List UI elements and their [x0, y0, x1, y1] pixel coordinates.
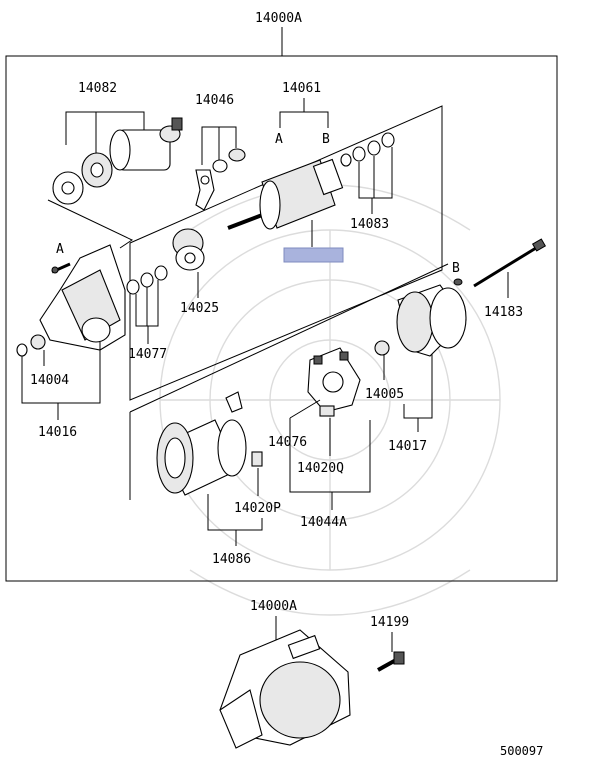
lever-clip-part [228, 148, 246, 162]
label-washer-set[interactable]: 14083 [350, 217, 389, 232]
label-armature[interactable]: 14061 [282, 81, 321, 96]
armature-group-box [129, 105, 443, 401]
label-solenoid[interactable]: 14082 [78, 81, 117, 96]
washer-set-part [340, 132, 395, 167]
starter-assembly-part [219, 629, 351, 749]
label-through-bolt[interactable]: 14183 [484, 305, 523, 320]
label-front-housing[interactable]: 14016 [38, 425, 77, 440]
label-brush-holder-kit[interactable]: 14044A [300, 515, 347, 530]
label-rear-bushing[interactable]: 14005 [365, 387, 404, 402]
armature-highlight [283, 247, 344, 263]
label-brush-spring[interactable]: 14020Q [297, 461, 344, 476]
label-pinion[interactable]: 14025 [180, 301, 219, 316]
brush-spring-part [319, 405, 335, 417]
catalog-code: 500097 [500, 744, 543, 758]
armature-part [227, 158, 344, 230]
label-mount-bolt[interactable]: 14199 [370, 615, 409, 630]
bushing-kit-part [16, 334, 46, 357]
shift-lever-part [195, 169, 215, 211]
rear-cover-part [396, 284, 467, 357]
solenoid-gasket-part [81, 152, 113, 188]
pinion-part [172, 228, 205, 271]
label-bottom-assembly[interactable]: 14000A [250, 599, 297, 614]
label-brush-holder[interactable]: 14076 [268, 435, 307, 450]
label-top-assembly[interactable]: 14000A [255, 11, 302, 26]
label-lever-set[interactable]: 14046 [195, 93, 234, 108]
mount-bolt-part [377, 651, 405, 672]
pinion-kit-part [126, 265, 168, 295]
rear-bushing-part [374, 340, 390, 356]
label-rear-cover[interactable]: 14017 [388, 439, 427, 454]
front-housing-part [39, 244, 126, 351]
label-yoke[interactable]: 14086 [212, 552, 251, 567]
yoke-brush-part [251, 451, 263, 467]
label-bushing-kit[interactable]: 14004 [30, 373, 69, 388]
label-pinion-kit[interactable]: 14077 [128, 347, 167, 362]
label-armature-b[interactable]: B [322, 132, 330, 147]
solenoid-plate-part [52, 171, 84, 205]
brush-holder-part [307, 347, 361, 413]
label-housing-a[interactable]: A [56, 242, 64, 257]
label-armature-a[interactable]: A [275, 132, 283, 147]
bolt-b-part [453, 278, 463, 286]
yoke-part [156, 391, 247, 496]
through-bolt-part [473, 238, 547, 288]
label-yoke-brush[interactable]: 14020P [234, 501, 281, 516]
housing-bolt-part [51, 262, 71, 274]
label-bolt-b[interactable]: B [452, 261, 460, 276]
lever-washer-part [212, 159, 228, 173]
solenoid-part [109, 117, 183, 171]
